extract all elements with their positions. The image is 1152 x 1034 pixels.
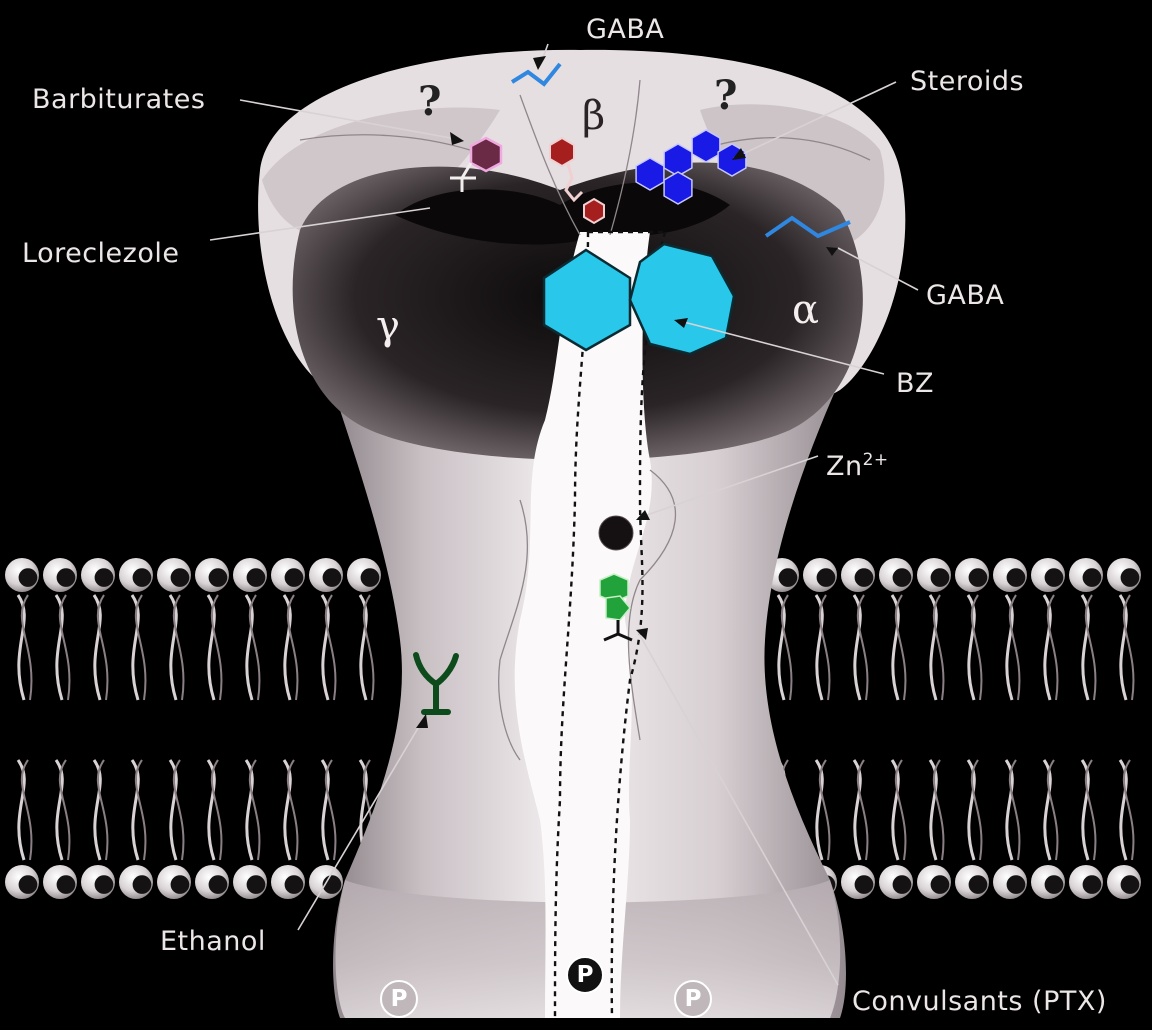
lipid-head-shadow — [893, 875, 912, 894]
label-gaba-right: GABA — [926, 282, 1004, 309]
lipid-head-shadow — [19, 875, 38, 894]
steroid-ring — [692, 130, 720, 162]
lipid-head-shadow — [855, 568, 874, 587]
lipid-head-shadow — [323, 568, 342, 587]
lipid-head-shadow — [1045, 875, 1064, 894]
phosphorylation-site-left: P — [380, 980, 418, 1018]
lipid-head-shadow — [247, 875, 266, 894]
lipid-head-shadow — [133, 568, 152, 587]
zinc-ion — [599, 516, 633, 550]
lipid-head-shadow — [779, 568, 798, 587]
lipid-head-shadow — [931, 875, 950, 894]
subunit-gamma: γ — [376, 306, 400, 346]
lipid-head-shadow — [1007, 568, 1026, 587]
lipid-head-shadow — [285, 568, 304, 587]
lipid-head-shadow — [19, 568, 38, 587]
lipid-head-shadow — [969, 568, 988, 587]
label-ethanol: Ethanol — [160, 928, 266, 955]
lipid-head-shadow — [817, 568, 836, 587]
steroid-ring — [664, 172, 692, 204]
lipid-head-shadow — [57, 568, 76, 587]
lipid-head-shadow — [1121, 875, 1140, 894]
label-zinc: Zn2+ — [826, 452, 889, 480]
lipid-head-shadow — [171, 568, 190, 587]
lipid-head-shadow — [855, 875, 874, 894]
label-zinc-charge: 2+ — [863, 450, 889, 470]
lipid-head-shadow — [95, 875, 114, 894]
label-barbiturates: Barbiturates — [32, 86, 205, 113]
question-mark-left: ? — [418, 82, 441, 122]
lipid-head-shadow — [969, 875, 988, 894]
lipid-head-shadow — [95, 568, 114, 587]
lipid-head-shadow — [171, 875, 190, 894]
label-steroids: Steroids — [910, 68, 1024, 95]
lipid-head-shadow — [1007, 875, 1026, 894]
lipid-head-shadow — [893, 568, 912, 587]
lipid-head-shadow — [247, 568, 266, 587]
label-loreclezole: Loreclezole — [22, 240, 179, 267]
label-bz: BZ — [896, 370, 934, 397]
lipid-head-shadow — [285, 875, 304, 894]
question-mark-right: ? — [714, 76, 737, 116]
lipid-head-shadow — [209, 568, 228, 587]
label-zinc-symbol: Zn — [826, 451, 863, 482]
lipid-head-shadow — [1083, 568, 1102, 587]
lipid-head-shadow — [57, 875, 76, 894]
lipid-head-shadow — [133, 875, 152, 894]
lipid-head-shadow — [361, 568, 380, 587]
steroid-ring — [636, 158, 664, 190]
subunit-beta: β — [582, 96, 605, 136]
lipid-head-shadow — [209, 875, 228, 894]
phosphorylation-site-right: P — [674, 980, 712, 1018]
phosphorylation-site-center: P — [566, 956, 604, 994]
lipid-head-shadow — [1045, 568, 1064, 587]
subunit-alpha: α — [792, 290, 819, 330]
lipid-head-shadow — [1121, 568, 1140, 587]
label-convulsants: Convulsants (PTX) — [852, 988, 1107, 1015]
lipid-head-shadow — [1083, 875, 1102, 894]
label-gaba-top: GABA — [586, 16, 664, 43]
lipid-head-shadow — [931, 568, 950, 587]
